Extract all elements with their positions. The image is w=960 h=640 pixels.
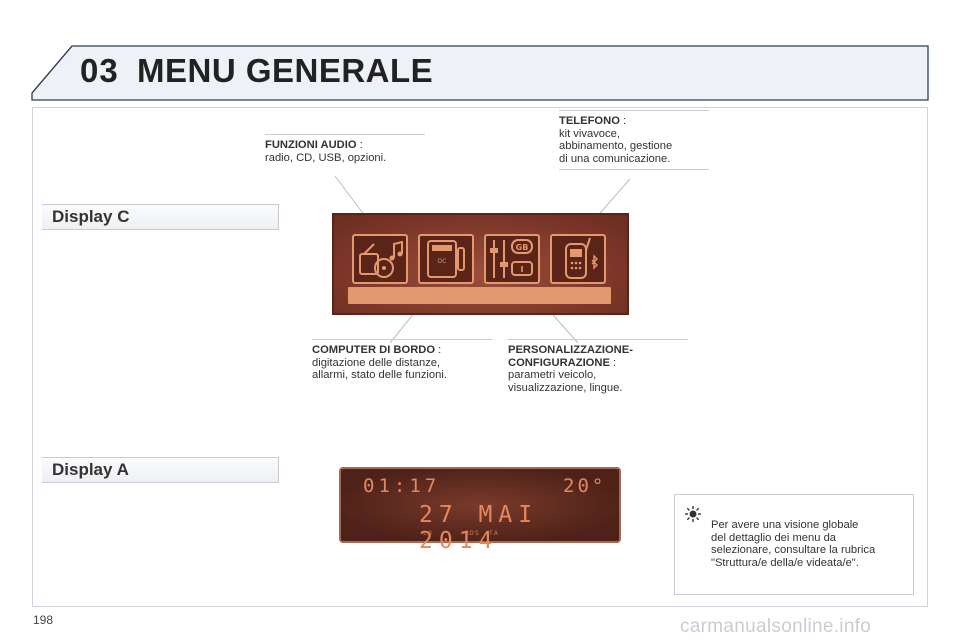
callout-audio-sep: :	[356, 139, 363, 151]
display-a-time: 01:17	[363, 475, 441, 497]
callout-computer-title: COMPUTER DI BORDO	[312, 344, 436, 356]
callout-audio-title: FUNZIONI AUDIO	[265, 139, 357, 151]
tip-box: Per avere una visione globale del dettag…	[674, 494, 914, 595]
section-display-c: Display C	[42, 204, 279, 230]
callout-telefono-title: TELEFONO	[559, 115, 620, 127]
tip-line: Per avere una visione globale	[711, 519, 859, 531]
callout-personalizzazione: PERSONALIZZAZIONE- CONFIGURAZIONE : para…	[508, 339, 688, 394]
audio-icon	[352, 234, 408, 284]
flag-gb-label: GB	[516, 243, 529, 252]
content-frame	[32, 107, 928, 607]
computer-icon: OC	[418, 234, 474, 284]
page-number: 198	[33, 613, 54, 627]
callout-pers-line: visualizzazione, lingue.	[508, 381, 623, 394]
phone-icon	[550, 234, 606, 284]
display-a-indicator-lo: LO	[423, 529, 433, 537]
chapter-number: 03	[80, 52, 119, 89]
callout-telefono-line: kit vivavoce,	[559, 127, 620, 140]
section-display-a: Display A	[42, 457, 279, 483]
callout-computer: COMPUTER DI BORDO : digitazione delle di…	[312, 339, 492, 382]
display-a-temperature: 20°	[563, 475, 607, 497]
callout-audio: FUNZIONI AUDIO : radio, CD, USB, opzioni…	[265, 134, 425, 164]
display-a-indicator-rds: RDS	[465, 529, 480, 537]
callout-pers-sep: :	[609, 356, 617, 369]
page-title: MENU GENERALE	[137, 52, 434, 89]
callout-pers-title-2: CONFIGURAZIONE	[508, 356, 610, 369]
callout-telefono-line: di una comunicazione.	[559, 152, 671, 165]
tip-line: "Struttura/e della/e videata/e".	[711, 556, 859, 569]
callout-pers-title-1: PERSONALIZZAZIONE-	[508, 344, 633, 356]
callout-telefono-sep: :	[619, 115, 627, 127]
display-c-screen: OC GB I	[332, 213, 629, 315]
svg-text:OC: OC	[438, 258, 447, 265]
display-a-date: 27 MAI 2014	[419, 502, 539, 554]
display-a-indicator-ta: TA	[489, 529, 499, 537]
watermark: carmanualsonline.info	[680, 616, 872, 637]
display-c-status-bar	[348, 287, 611, 304]
callout-telefono: TELEFONO : kit vivavoce, abbinamento, ge…	[559, 110, 709, 170]
tip-line: del dettaglio dei menu da	[711, 531, 837, 544]
callout-computer-sep: :	[435, 344, 442, 356]
flag-i-label: I	[521, 265, 524, 274]
tip-line: selezionare, consultare la rubrica	[711, 544, 876, 556]
callout-computer-line: allarmi, stato delle funzioni.	[312, 369, 447, 381]
callout-computer-line: digitazione delle distanze,	[312, 356, 441, 369]
lightbulb-icon	[685, 506, 701, 522]
callout-pers-line: parametri veicolo,	[508, 369, 597, 381]
tip-text: Per avere una visione globale del dettag…	[711, 519, 906, 569]
configuration-icon: GB I	[484, 234, 540, 284]
header-banner	[31, 45, 929, 101]
callout-telefono-line: abbinamento, gestione	[559, 140, 673, 152]
display-a-screen: 01:17 20° 27 MAI 2014 LO RDS TA	[339, 467, 621, 554]
callout-audio-line: radio, CD, USB, opzioni.	[265, 151, 387, 164]
section-display-a-label: Display A	[52, 460, 129, 479]
section-display-c-label: Display C	[52, 207, 130, 226]
